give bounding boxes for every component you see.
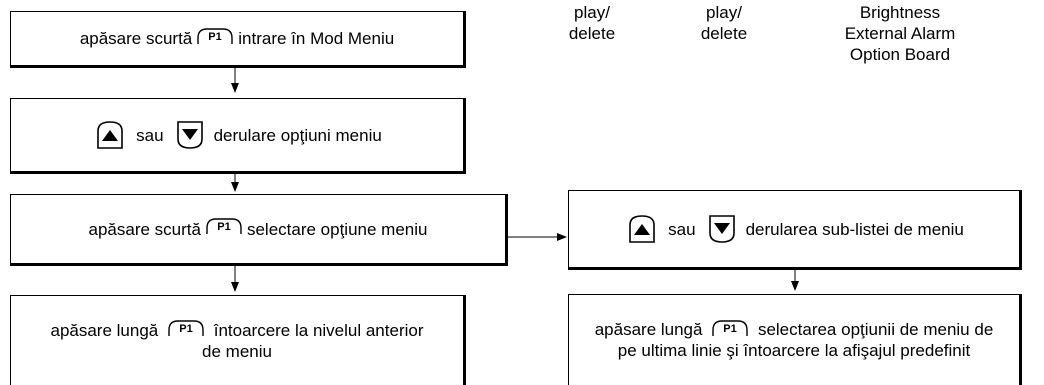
- step-go-back-box: apăsare lungă P1 întoarcere la nivelul a…: [10, 295, 466, 385]
- p1-key-icon: P1: [205, 217, 243, 235]
- step-scroll-menu-or: sau: [136, 125, 164, 145]
- top-fragment-2-line-2: delete: [700, 24, 748, 43]
- step-select-last-line-box: apăsare lungă P1 selectarea opţiunii de …: [568, 294, 1022, 385]
- top-fragment-2: play/ delete: [684, 2, 764, 44]
- up-arrow-key-icon: [628, 214, 656, 244]
- top-fragment-3-line-1: Brightness: [859, 3, 941, 22]
- step-go-back-post: întoarcere la nivelul anterior de meniu: [202, 320, 424, 361]
- p1-key-icon: P1: [167, 319, 205, 337]
- up-arrow-key-icon: [96, 120, 124, 150]
- step-scroll-menu-text: derulare opţiuni meniu: [213, 125, 382, 145]
- step-scroll-menu-box: sau derulare opţiuni meniu: [10, 98, 466, 174]
- step-select-option-pre: apăsare scurtă: [88, 219, 201, 239]
- step-select-last-line-pre: apăsare lungă: [594, 320, 703, 339]
- step-scroll-sublist-box: sau derularea sub-listei de meniu: [568, 190, 1022, 270]
- top-fragment-3: Brightness External Alarm Option Board: [810, 2, 990, 65]
- top-fragment-2-line-1: play/: [706, 3, 742, 22]
- step-select-last-line-post: selectarea opţiunii de meniu de pe ultim…: [617, 320, 994, 360]
- svg-text:P1: P1: [209, 31, 222, 43]
- top-fragment-1: play/ delete: [552, 2, 632, 44]
- top-fragment-3-line-2: External Alarm: [844, 24, 956, 43]
- svg-text:P1: P1: [723, 323, 736, 335]
- top-fragment-1-line-2: delete: [568, 24, 616, 43]
- step-scroll-sublist-text: derularea sub-listei de meniu: [745, 219, 964, 239]
- svg-text:P1: P1: [217, 221, 230, 233]
- step-select-option-post: selectare opţiune meniu: [246, 219, 428, 239]
- step-scroll-sublist-or: sau: [668, 219, 696, 239]
- svg-text:P1: P1: [179, 323, 192, 335]
- step-enter-menu-box: apăsare scurtă P1 intrare în Mod Meniu: [10, 11, 466, 68]
- step-go-back-pre: apăsare lungă: [50, 320, 159, 340]
- down-arrow-key-icon: [176, 120, 204, 150]
- p1-key-icon: P1: [711, 319, 749, 337]
- top-fragment-1-line-1: play/: [574, 3, 610, 22]
- step-enter-menu-post: intrare în Mod Meniu: [238, 29, 395, 48]
- step-select-option-box: apăsare scurtă P1 selectare opţiune meni…: [10, 194, 508, 266]
- top-fragment-3-line-3: Option Board: [849, 45, 951, 64]
- p1-key-icon: P1: [196, 27, 234, 45]
- down-arrow-key-icon: [708, 214, 736, 244]
- step-enter-menu-pre: apăsare scurtă: [79, 29, 193, 48]
